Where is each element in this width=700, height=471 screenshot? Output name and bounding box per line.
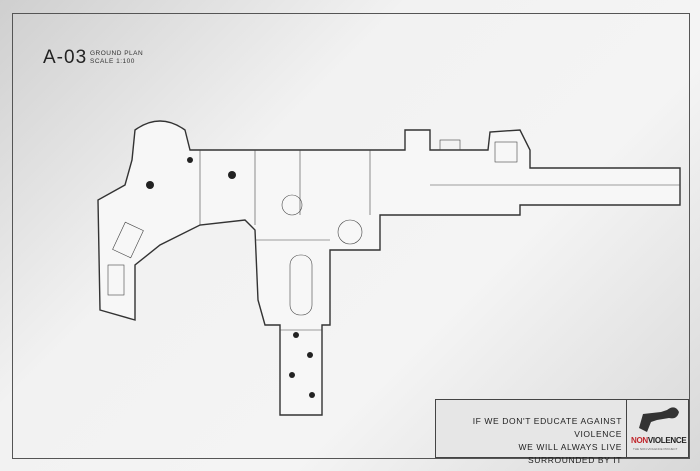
brand-violence: VIOLENCE (647, 436, 687, 445)
plan-type: GROUND PLAN (90, 50, 144, 57)
plan-code: A-03 (43, 47, 88, 68)
message-line-2: WE WILL ALWAYS LIVE SURROUNDED BY IT (518, 442, 622, 465)
brand-name: NONVIOLENCE (631, 436, 687, 445)
nonviolence-logo: NONVIOLENCE THE NON-VIOLENCE PROJECT (626, 400, 689, 457)
plan-outline (97, 120, 681, 416)
message-panel: IF WE DON'T EDUCATE AGAINST VIOLENCE WE … (435, 399, 689, 465)
brand-non: NON (631, 436, 648, 445)
plan-subtitle: GROUND PLAN SCALE 1:100 (90, 50, 143, 66)
brand-tagline: THE NON-VIOLENCE PROJECT (633, 447, 678, 451)
drawing-border (12, 13, 690, 459)
plan-scale: SCALE 1:100 (90, 58, 135, 65)
campaign-message: IF WE DON'T EDUCATE AGAINST VIOLENCE WE … (452, 415, 622, 467)
message-line-1: IF WE DON'T EDUCATE AGAINST VIOLENCE (472, 416, 622, 439)
knotted-gun-icon (639, 407, 679, 432)
